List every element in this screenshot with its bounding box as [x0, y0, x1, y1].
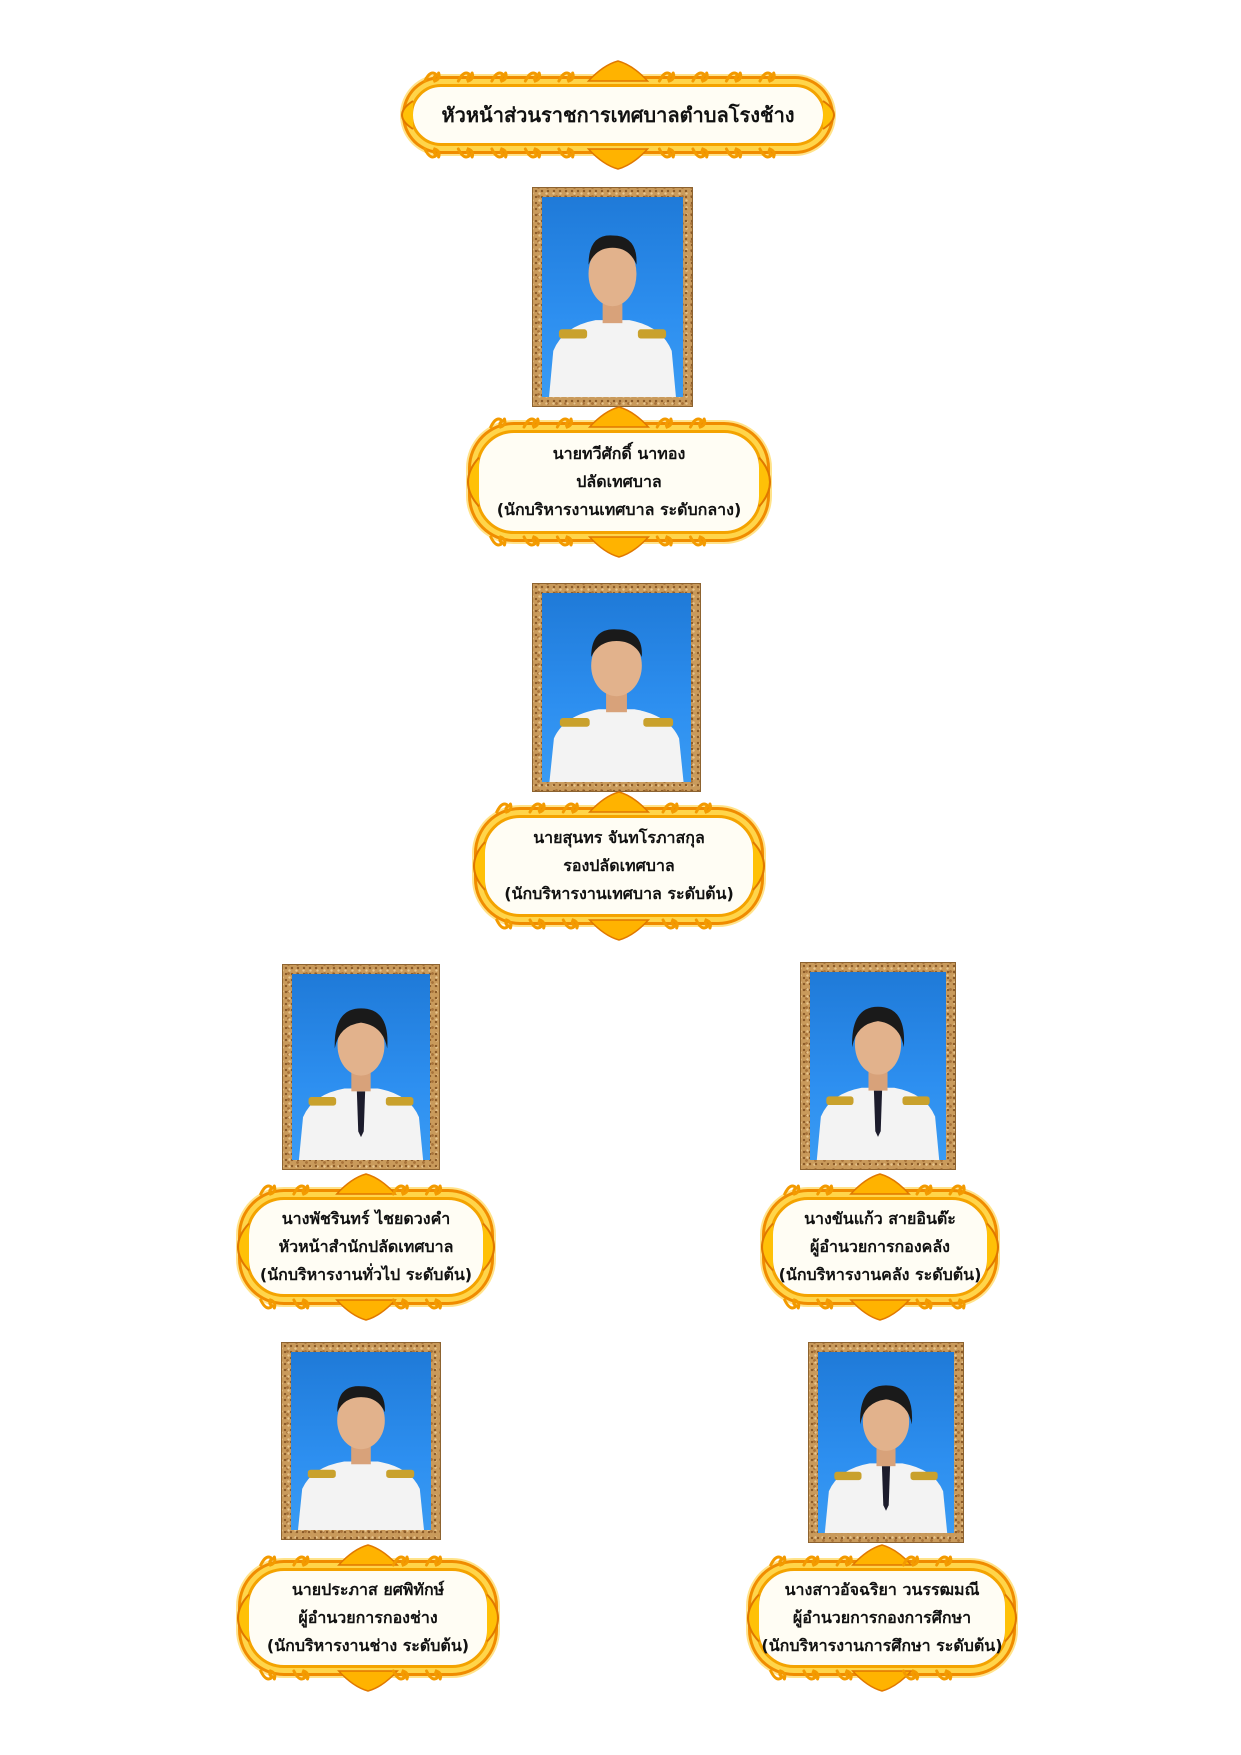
- side-flame-ornament-icon: [822, 100, 835, 130]
- side-flame-ornament-icon: [761, 1222, 774, 1272]
- side-flame-ornament-icon: [237, 1593, 250, 1643]
- official-name: นายสุนทร จันทโรภาสกุล: [533, 828, 705, 847]
- side-flame-ornament-icon: [401, 100, 414, 130]
- portrait-photo-office-head: [292, 974, 430, 1160]
- side-flame-ornament-icon: [482, 1222, 495, 1272]
- person-silhouette-icon: [549, 235, 676, 397]
- nameplate-finance-director: นางขันแก้ว สายอินต๊ะ ผู้อำนวยการกองคลัง …: [761, 1173, 999, 1321]
- portrait-frame-office-head: [282, 964, 440, 1170]
- side-flame-ornament-icon: [467, 456, 480, 508]
- scroll-ornament-icon: [259, 1298, 443, 1321]
- nameplate-office-head: นางพัชรินทร์ ไชยดวงคำ หัวหน้าสำนักปลัดเท…: [237, 1173, 495, 1321]
- scroll-ornament-icon: [489, 406, 707, 429]
- nameplate-deputy-clerk: นายสุนทร จันทโรภาสกุล รองปลัดเทศบาล (นัก…: [473, 791, 765, 941]
- scroll-ornament-icon: [489, 535, 707, 558]
- side-flame-ornament-icon: [986, 1222, 999, 1272]
- official-position: ผู้อำนวยการกองการศึกษา: [792, 1608, 972, 1627]
- side-flame-ornament-icon: [1004, 1593, 1017, 1643]
- scroll-ornament-icon: [769, 1669, 953, 1692]
- person-silhouette-icon: [549, 629, 684, 782]
- official-position: ผู้อำนวยการกองช่าง: [298, 1608, 438, 1627]
- nameplate-engineering-director: นายประภาส ยศพิทักษ์ ผู้อำนวยการกองช่าง (…: [237, 1544, 499, 1692]
- official-level: (นักบริหารงานเทศบาล ระดับกลาง): [496, 500, 742, 519]
- nameplate-education-director: นางสาวอัจฉริยา วนรรฒมณี ผู้อำนวยการกองกา…: [747, 1544, 1017, 1692]
- portrait-photo-engineering-director: [291, 1352, 431, 1530]
- official-name: นางสาวอัจฉริยา วนรรฒมณี: [784, 1580, 980, 1599]
- official-name: นางพัชรินทร์ ไชยดวงคำ: [281, 1209, 451, 1228]
- scroll-ornament-icon: [259, 1544, 443, 1567]
- official-name: นางขันแก้ว สายอินต๊ะ: [804, 1209, 956, 1228]
- official-name: นายทวีศักดิ์ นาทอง: [552, 444, 686, 463]
- person-silhouette-icon: [816, 1006, 940, 1160]
- official-level: (นักบริหารงานช่าง ระดับต้น): [266, 1636, 470, 1655]
- side-flame-ornament-icon: [237, 1222, 250, 1272]
- page-title: หัวหน้าส่วนราชการเทศบาลตำบลโรงช้าง: [441, 103, 795, 127]
- official-position: ผู้อำนวยการกองคลัง: [810, 1237, 950, 1256]
- portrait-frame-deputy-clerk: [532, 583, 701, 792]
- portrait-photo-education-director: [818, 1352, 954, 1533]
- scroll-ornament-icon: [769, 1544, 953, 1567]
- scroll-ornament-icon: [423, 147, 776, 170]
- scroll-ornament-icon: [259, 1669, 443, 1692]
- portrait-frame-education-director: [808, 1342, 964, 1543]
- side-flame-ornament-icon: [747, 1593, 760, 1643]
- person-silhouette-icon: [298, 1386, 424, 1530]
- person-silhouette-icon: [298, 1008, 424, 1160]
- title-plaque: หัวหน้าส่วนราชการเทศบาลตำบลโรงช้าง: [401, 60, 835, 170]
- portrait-photo-deputy-clerk: [542, 593, 691, 782]
- official-level: (นักบริหารงานทั่วไป ระดับต้น): [259, 1265, 473, 1284]
- official-level: (นักบริหารงานคลัง ระดับต้น): [778, 1265, 982, 1284]
- scroll-ornament-icon: [423, 60, 776, 83]
- scroll-ornament-icon: [259, 1173, 443, 1196]
- scroll-ornament-icon: [495, 918, 712, 941]
- side-flame-ornament-icon: [752, 841, 765, 891]
- official-name: นายประภาส ยศพิทักษ์: [291, 1580, 445, 1599]
- side-flame-ornament-icon: [486, 1593, 499, 1643]
- official-position: รองปลัดเทศบาล: [563, 856, 675, 875]
- side-flame-ornament-icon: [758, 456, 771, 508]
- official-position: ปลัดเทศบาล: [576, 472, 662, 491]
- nameplate-clerk: นายทวีศักดิ์ นาทอง ปลัดเทศบาล (นักบริหาร…: [467, 406, 771, 558]
- official-position: หัวหน้าสำนักปลัดเทศบาล: [278, 1237, 454, 1256]
- scroll-ornament-icon: [783, 1173, 966, 1196]
- portrait-photo-finance-director: [810, 972, 946, 1160]
- official-level: (นักบริหารงานเทศบาล ระดับต้น): [504, 884, 734, 903]
- side-flame-ornament-icon: [473, 841, 486, 891]
- portrait-frame-clerk: [532, 187, 693, 407]
- official-level: (นักบริหารงานการศึกษา ระดับต้น): [761, 1636, 1003, 1655]
- portrait-frame-engineering-director: [281, 1342, 441, 1540]
- scroll-ornament-icon: [495, 791, 712, 814]
- portrait-frame-finance-director: [800, 962, 956, 1170]
- portrait-photo-clerk: [542, 197, 683, 397]
- scroll-ornament-icon: [783, 1298, 966, 1321]
- person-silhouette-icon: [824, 1385, 948, 1533]
